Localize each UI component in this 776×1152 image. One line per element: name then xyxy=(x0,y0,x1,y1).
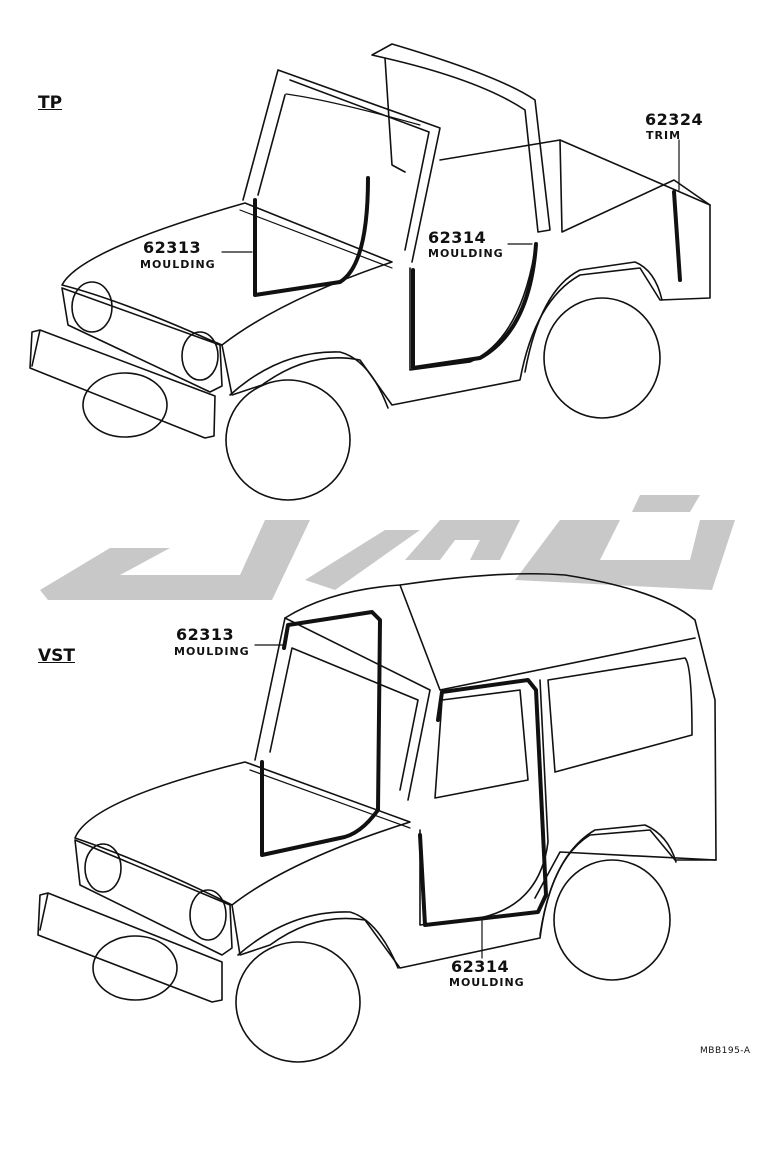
vst-door-window xyxy=(434,689,529,799)
tp-part-number-62313: 62313 xyxy=(143,238,202,257)
tp-part-name-moulding-62314: MOULDING xyxy=(428,247,504,260)
vst-part-number-62314: 62314 xyxy=(451,957,510,976)
vst-front-bumper xyxy=(37,892,223,1003)
vst-rear-wheel xyxy=(553,859,671,981)
vst-hood xyxy=(74,761,411,906)
tp-parts xyxy=(253,176,682,370)
tp-grille xyxy=(61,287,223,393)
vst-front-wheel xyxy=(235,941,361,1063)
vst-hard-top xyxy=(284,572,717,899)
tp-left-headlight xyxy=(71,281,113,333)
tp-rear-wheel xyxy=(543,297,661,419)
tp-front-left-wheel xyxy=(82,372,168,438)
tp-vehicle-drawing xyxy=(29,43,711,501)
watermark-logo xyxy=(40,495,735,600)
tp-windshield-frame xyxy=(242,69,441,263)
vst-right-headlight xyxy=(189,889,227,941)
tp-roll-bar xyxy=(371,43,551,233)
drawing-code: MBB195-A xyxy=(700,1046,751,1056)
tp-rear-fender xyxy=(524,261,663,373)
tp-hood xyxy=(61,202,393,346)
vst-grille xyxy=(74,839,233,956)
vst-vehicle-drawing xyxy=(37,572,717,1063)
tp-moulding-62314-part xyxy=(411,242,538,370)
tp-door-opening xyxy=(409,249,536,371)
vst-part-number-62313: 62313 xyxy=(176,625,235,644)
tp-part-number-62314: 62314 xyxy=(428,228,487,247)
tp-trim-62324-part xyxy=(672,190,682,282)
vst-rear-fender xyxy=(539,824,677,936)
vst-rear-side-window xyxy=(547,657,693,773)
vst-windshield xyxy=(254,617,431,801)
vst-left-headlight xyxy=(84,843,122,893)
tp-moulding-62313-part xyxy=(253,176,370,297)
tp-right-headlight xyxy=(181,331,219,381)
tp-body-side xyxy=(221,139,711,406)
vst-parts xyxy=(260,610,548,927)
tp-part-name-moulding-62313: MOULDING xyxy=(140,258,216,271)
tp-front-wheel xyxy=(225,379,351,501)
section-label-tp: TP xyxy=(38,93,63,113)
tp-part-number-62324: 62324 xyxy=(645,110,704,129)
vst-front-left-wheel xyxy=(92,935,178,1001)
tp-part-name-trim-62324: TRIM xyxy=(646,129,682,142)
vst-part-name-moulding-62313: MOULDING xyxy=(174,645,250,658)
vst-moulding-62313-part xyxy=(260,610,382,857)
tp-leaders xyxy=(221,139,680,253)
tp-front-bumper xyxy=(29,329,216,439)
vst-leaders xyxy=(254,644,483,959)
vst-body-side xyxy=(231,829,717,969)
vst-front-fender xyxy=(237,911,399,969)
tp-front-fender xyxy=(229,351,389,409)
vst-part-name-moulding-62314: MOULDING xyxy=(449,976,525,989)
vst-moulding-62314-part xyxy=(418,678,548,927)
section-label-vst: VST xyxy=(38,646,75,666)
